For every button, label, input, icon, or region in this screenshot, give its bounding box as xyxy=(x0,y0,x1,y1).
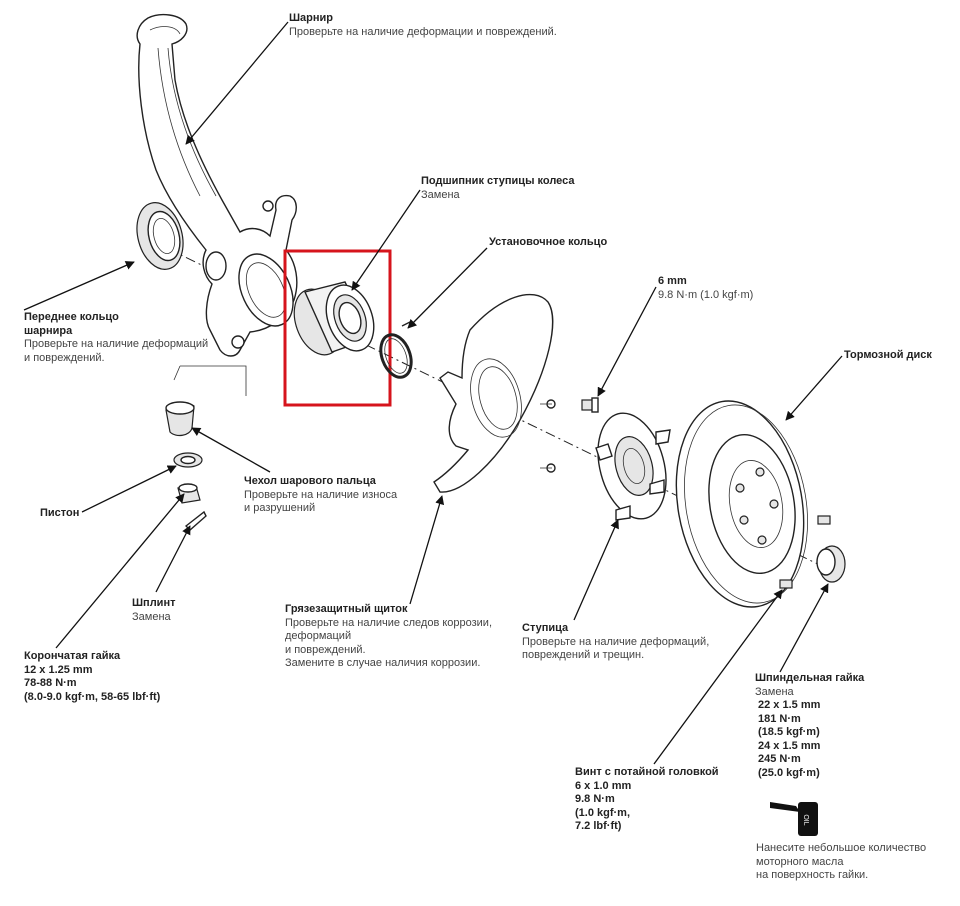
label-wheel-hub: Ступица Проверьте на наличие деформаций,… xyxy=(522,622,710,661)
leader-shield xyxy=(409,495,445,605)
leader-castle-nut xyxy=(55,493,185,649)
leader-sharnir xyxy=(185,21,289,145)
bolt-6mm xyxy=(581,397,599,413)
label-oil-note: Нанесите небольшое количество моторного … xyxy=(756,842,927,881)
piston-part xyxy=(173,452,203,468)
label-snap-ring: Установочное кольцо xyxy=(489,236,608,248)
leader-spindle-nut xyxy=(779,583,829,673)
leader-bearing xyxy=(351,189,421,291)
label-ball-joint-boot: Чехол шарового пальца Проверьте на налич… xyxy=(244,475,398,514)
label-countersunk-screw: Винт с потайной головкой 6 x 1.0 mm 9.8 … xyxy=(575,766,719,832)
front-joint-ring xyxy=(136,202,184,270)
bearing-highlight-frame xyxy=(283,249,392,407)
leader-boot xyxy=(191,427,271,473)
spindle-nut xyxy=(816,545,846,583)
castle-nut-part xyxy=(177,483,201,504)
wheel-hub xyxy=(595,412,671,521)
leader-ring xyxy=(407,247,488,329)
label-castle-nut: Корончатая гайка 12 x 1.25 mm 78-88 N·m … xyxy=(24,650,161,703)
label-cotter-pin: Шплинт Замена xyxy=(132,597,176,623)
wheel-bearing xyxy=(293,281,375,356)
oil-can-icon: OIL xyxy=(770,802,818,836)
leader-brake-disc xyxy=(785,355,843,421)
leader-front-ring xyxy=(23,261,135,311)
leader-hub xyxy=(573,519,619,621)
dust-shield xyxy=(433,293,556,493)
leader-piston xyxy=(81,465,177,513)
steering-knuckle xyxy=(136,13,298,357)
label-sharnir: Шарнир Проверьте на наличие деформации и… xyxy=(289,12,557,38)
ball-joint-boot xyxy=(165,401,195,437)
label-brake-disc: Тормозной диск xyxy=(844,349,932,361)
label-piston: Пистон xyxy=(40,507,80,519)
boot-leader-guide xyxy=(180,365,247,396)
snap-ring xyxy=(379,321,413,379)
oil-can-text: OIL xyxy=(802,814,809,825)
label-bolt-6mm: 6 mm 9.8 N·m (1.0 kgf·m) xyxy=(658,275,754,301)
brake-disc xyxy=(675,400,808,608)
countersunk-screw xyxy=(779,515,831,589)
leader-bolt6 xyxy=(597,286,657,397)
label-front-joint-ring: Переднее кольцо шарнира Проверьте на нал… xyxy=(24,311,209,364)
leader-screw xyxy=(653,589,783,765)
label-dust-shield: Грязезащитный щиток Проверьте на наличие… xyxy=(285,603,493,669)
label-wheel-bearing: Подшипник ступицы колеса Замена xyxy=(421,175,575,201)
label-spindle-nut: Шпиндельная гайка Замена 22 x 1.5 mm 181… xyxy=(755,672,865,779)
leader-pin xyxy=(155,525,191,593)
